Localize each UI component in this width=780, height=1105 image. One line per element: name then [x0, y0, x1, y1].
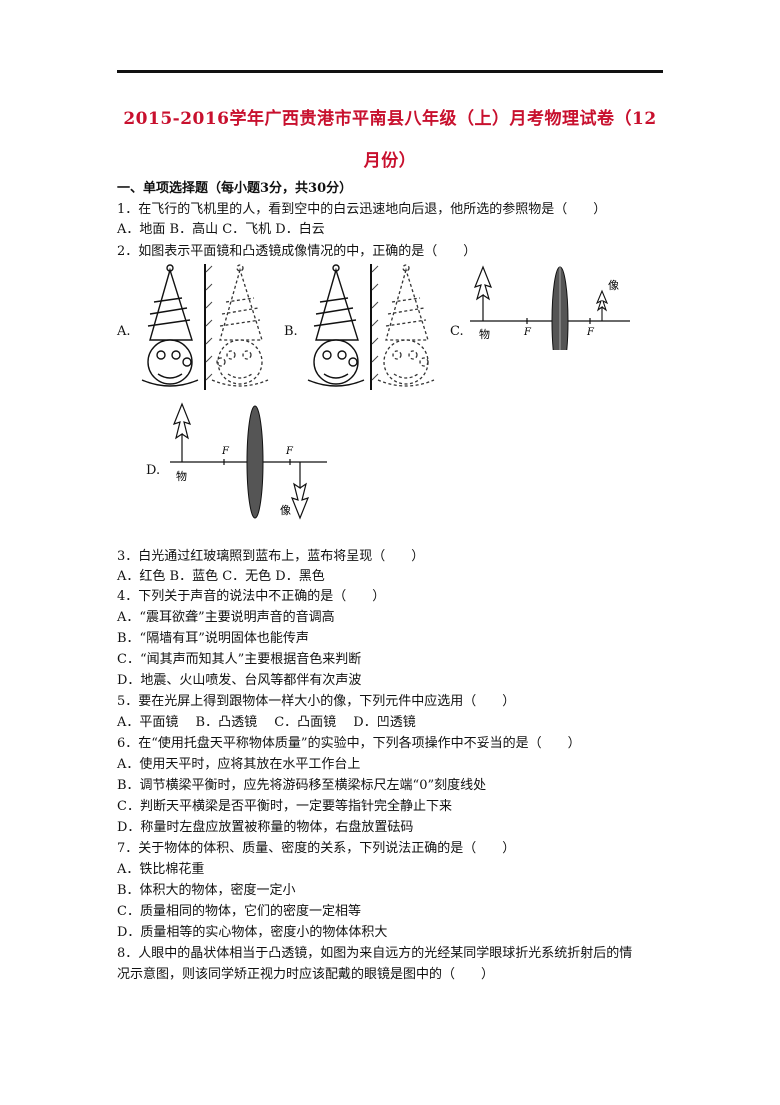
figure-c-image-label: 像	[608, 279, 619, 292]
question-8-stem: 8．人眼中的晶状体相当于凸透镜，如图为来自远方的光经某同学眼球折光系统折射后的情	[117, 946, 633, 961]
question-1-stem: 1．在飞行的飞机里的人，看到空中的白云迅速地向后退，他所选的参照物是（ ）	[117, 202, 607, 217]
figure-d-focus-right: F	[285, 446, 294, 457]
question-7-option-d: D．质量相等的实心物体，密度小的物体体积大	[117, 925, 388, 940]
page-title-continued: 月份）	[363, 151, 417, 171]
question-1-options: A．地面 B．高山 C．飞机 D．白云	[117, 222, 325, 237]
question-8-stem-continued: 况示意图，则该同学矫正视力时应该配戴的眼镜是图中的（ ）	[117, 967, 495, 982]
figure-c-focus-right: F	[586, 327, 595, 338]
figure-d-object-label: 物	[176, 469, 187, 483]
question-2-stem: 2．如图表示平面镜和凸透镜成像情况的中，正确的是（ ）	[117, 244, 477, 259]
figure-b-mirror-diagram	[307, 264, 435, 390]
question-6-option-c: C．判断天平横梁是否平衡时，一定要等指针完全静止下来	[117, 799, 452, 814]
question-5-options: A．平面镜 B．凸透镜 C．凸面镜 D．凹透镜	[117, 715, 416, 730]
question-7-option-b: B．体积大的物体，密度一定小	[117, 883, 296, 898]
figure-c-focus-left: F	[523, 327, 532, 338]
question-5-stem: 5．要在光屏上得到跟物体一样大小的像，下列元件中应选用（ ）	[117, 694, 516, 709]
figure-a-mirror-diagram	[141, 264, 269, 390]
question-7-option-a: A．铁比棉花重	[117, 862, 205, 877]
question-3-stem: 3．白光通过红玻璃照到蓝布上，蓝布将呈现（ ）	[117, 549, 425, 564]
section-heading: 一、单项选择题（每小题3分，共30分）	[117, 181, 353, 196]
figure-b-label: B.	[284, 324, 298, 339]
question-4-option-d: D．地震、火山喷发、台风等都伴有次声波	[117, 673, 362, 688]
figure-c-label: C.	[450, 324, 464, 339]
figure-a-label: A.	[117, 324, 131, 339]
question-7-option-c: C．质量相同的物体，它们的密度一定相等	[117, 904, 361, 919]
question-6-stem: 6．在“使用托盘天平称物体质量”的实验中，下列各项操作中不妥当的是（ ）	[117, 736, 581, 751]
question-3-options: A．红色 B．蓝色 C．无色 D．黑色	[117, 569, 325, 584]
figure-d-label: D.	[146, 463, 161, 478]
question-6-option-b: B．调节横梁平衡时，应先将游码移至横梁标尺左端“0”刻度线处	[117, 778, 487, 793]
figure-d-lens-diagram: 物 F F 像	[170, 402, 327, 520]
question-4-option-c: C．“闻其声而知其人”主要根据音色来判断	[117, 652, 362, 667]
figure-c-lens-diagram: 物 F F 像	[470, 265, 630, 350]
question-6-option-a: A．使用天平时，应将其放在水平工作台上	[117, 757, 361, 772]
question-7-stem: 7．关于物体的体积、质量、密度的关系，下列说法正确的是（ ）	[117, 841, 516, 856]
question-4-stem: 4．下列关于声音的说法中不正确的是（ ）	[117, 589, 386, 604]
header-rule	[117, 70, 663, 73]
question-4-option-a: A．“震耳欲聋”主要说明声音的音调高	[117, 610, 335, 625]
figure-d-focus-left: F	[221, 446, 230, 457]
figure-d-image-label: 像	[280, 504, 291, 517]
figure-c-object-label: 物	[479, 327, 490, 341]
question-6-option-d: D．称量时左盘应放置被称量的物体，右盘放置砝码	[117, 820, 414, 835]
question-4-option-b: B．“隔墙有耳”说明固体也能传声	[117, 631, 309, 646]
page-title: 2015-2016学年广西贵港市平南县八年级（上）月考物理试卷（12	[123, 109, 657, 129]
